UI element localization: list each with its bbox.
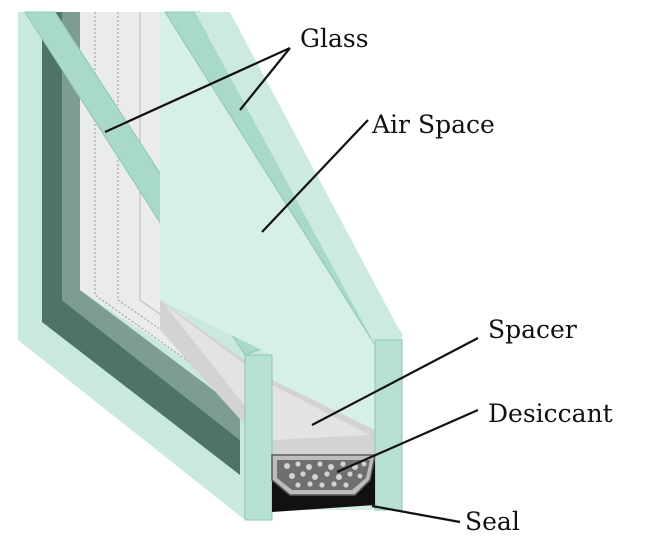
frame-band-mid — [62, 12, 240, 440]
leader-lines — [104, 46, 479, 524]
spacer-leader — [311, 337, 479, 426]
desiccant-beads — [284, 461, 367, 488]
glass-label: Glass — [300, 24, 369, 53]
glass-leader-front — [239, 47, 291, 111]
air-space-label: Air Space — [371, 110, 495, 139]
front-glass-section — [374, 339, 403, 511]
glass-leader-back — [104, 46, 291, 134]
air-space-region — [160, 12, 375, 510]
air-space-leader — [261, 119, 369, 233]
desiccant-label: Desiccant — [488, 399, 613, 428]
spacer-label: Spacer — [488, 315, 577, 344]
inner-sash — [80, 12, 262, 410]
desiccant-leader — [336, 408, 479, 474]
frame-band-dark — [42, 12, 240, 475]
seal-label: Seal — [465, 507, 520, 536]
seal-leader — [371, 504, 461, 524]
back-glass-section — [244, 354, 273, 521]
